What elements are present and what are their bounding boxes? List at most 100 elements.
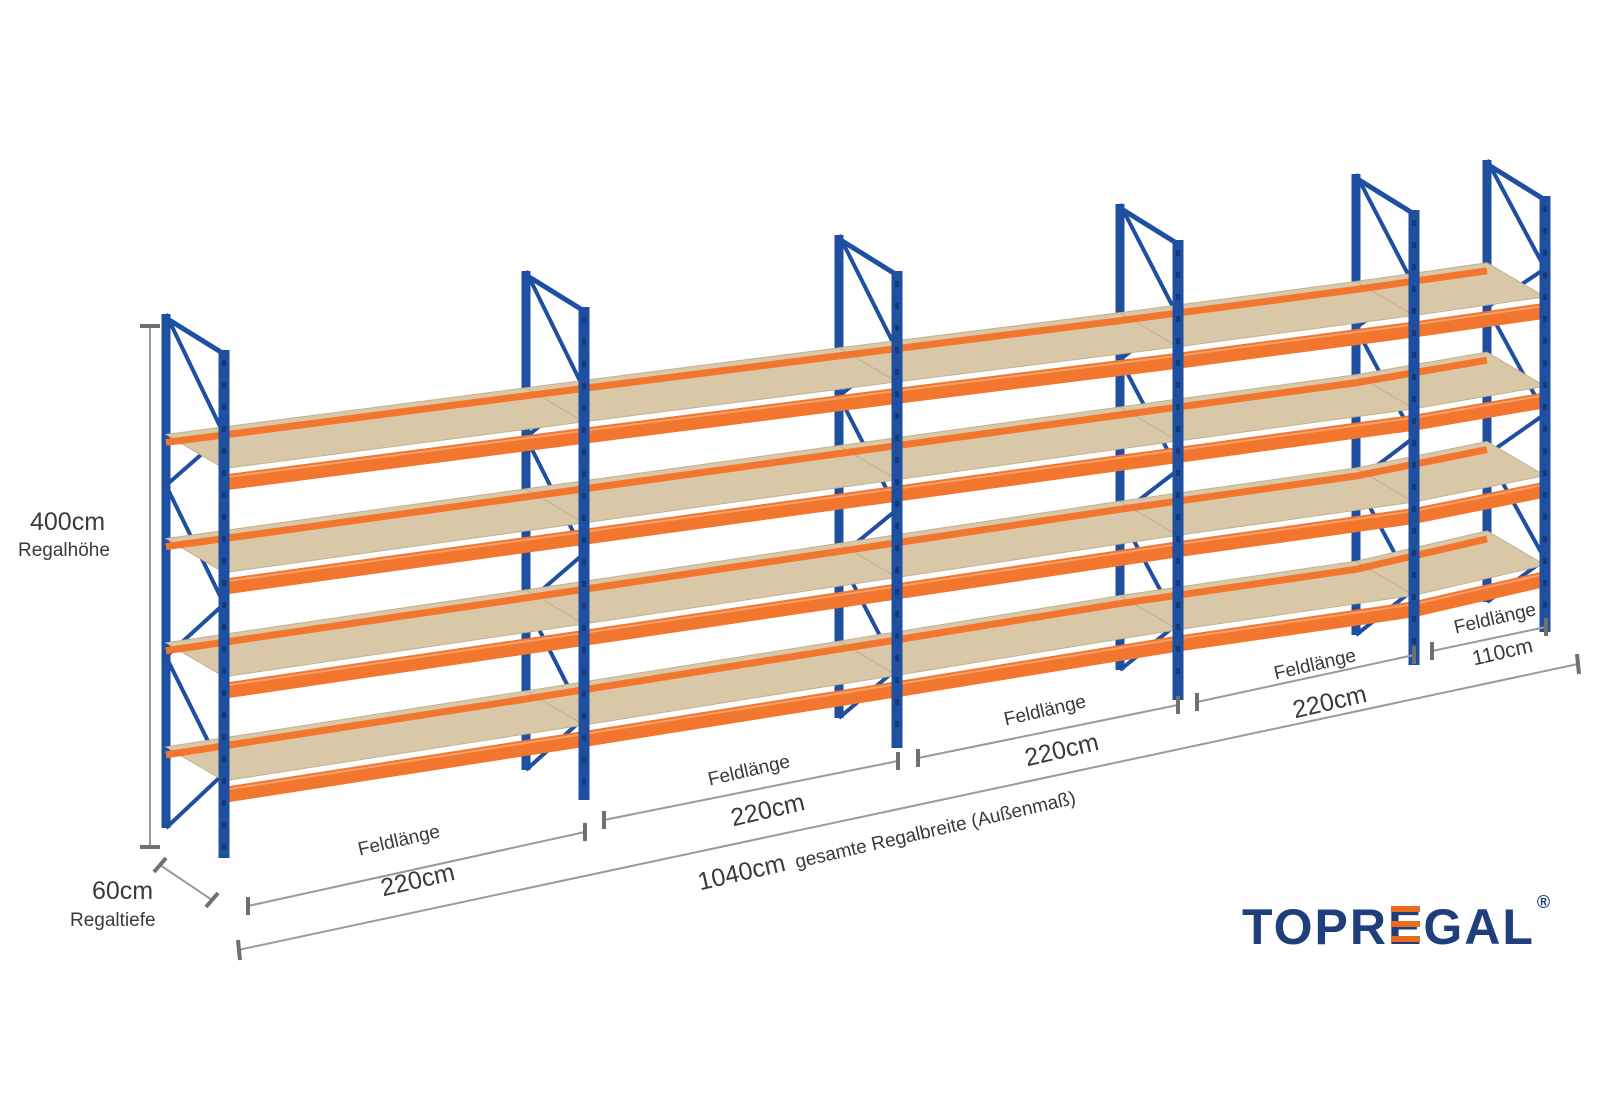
shelf-beam-highlight [1413,304,1546,326]
upright-hole [1176,602,1180,608]
frame-top-tie [524,272,586,314]
dimension-lines [140,324,1581,961]
shelf-back-beam [838,317,1121,360]
upright-hole [582,383,586,389]
shelf-beam-highlight [223,732,585,791]
upright-hole [895,589,899,595]
field-dimension-line [1431,626,1547,652]
upright-hole [1176,558,1180,564]
upright-hole [582,713,586,719]
upright-hole [895,655,899,661]
upright-hole [1176,514,1180,520]
upright-hole [1543,294,1547,300]
total-width-tick [1575,653,1581,675]
upright-hole [582,647,586,653]
shelf-board [1354,441,1547,503]
depth-dimension-line [159,864,213,901]
upright-hole [895,677,899,683]
upright-hole [1412,550,1416,556]
upright-hole [222,558,226,564]
upright-hole [1543,536,1547,542]
upright-hole [895,347,899,353]
upright-hole [1543,360,1547,366]
upright-hole [1412,220,1416,226]
upright-hole [895,633,899,639]
shelf-back-beam [1119,379,1357,419]
shelf-beam-highlight [896,449,1179,490]
upright-hole [222,646,226,652]
upright-hole [1412,308,1416,314]
upright-hole [222,690,226,696]
upright-hole [1543,426,1547,432]
upright-hole [1412,638,1416,644]
upright-hole [1176,316,1180,322]
upright-hole [1543,228,1547,234]
upright-hole [1412,484,1416,490]
upright-hole [1412,616,1416,622]
upright-hole [895,567,899,573]
frame-brace [164,771,226,830]
upright-hole [222,668,226,674]
shelf-back-beam [525,645,840,703]
shelf-beam-highlight [896,354,1179,392]
upright-hole [895,479,899,485]
upright-hole [1543,316,1547,322]
upright-hole [1543,514,1547,520]
shelf-beam-highlight [1177,603,1415,640]
upright-hole [222,624,226,630]
upright-hole [1412,396,1416,402]
upright-hole [895,325,899,331]
shelf-beam-highlight [1177,510,1415,546]
upright-hole [582,317,586,323]
upright-hole [582,493,586,499]
upright-hole [222,448,226,454]
shelf-back-beam [525,547,840,602]
shelf-beam-highlight [1413,394,1546,419]
upright-hole [1412,286,1416,292]
height-value: 400cm [30,508,106,536]
shelf-back-beam [525,450,840,501]
depth-tick [204,891,220,909]
upright-hole [1176,250,1180,256]
upright-hole [895,545,899,551]
upright-hole [582,691,586,697]
field-dimension-line [603,760,899,821]
upright-hole [1176,668,1180,674]
shelf-board [1354,262,1547,316]
frame-brace [837,234,899,352]
upright-hole [582,515,586,521]
upright-hole [1543,470,1547,476]
field-dimension-line [247,831,586,907]
upright-hole [222,360,226,366]
pallet-rack [161,159,1551,858]
depth-label: Regaltiefe [70,910,156,931]
upright-hole [1176,360,1180,366]
frame-brace [1354,173,1416,287]
upright-hole [582,471,586,477]
shelf-beam-highlight [223,429,585,479]
frame-brace [164,313,226,436]
frame-top-tie [164,315,226,357]
frame-brace [1118,203,1180,318]
upright-hole [1543,492,1547,498]
frame-brace [1485,159,1547,270]
shelf-back-beam [1355,446,1488,480]
shelf-beam-highlight [583,389,898,432]
upright-hole [895,699,899,705]
upright-hole [582,757,586,763]
upright-hole [582,449,586,455]
upright-hole [222,514,226,520]
upright-hole [582,537,586,543]
upright-hole [582,361,586,367]
upright-hole [895,281,899,287]
upright-hole [222,602,226,608]
shelf-back-beam [1355,267,1488,293]
shelf-beam-highlight [1177,416,1415,451]
frame-top-tie [837,236,899,278]
depth-value: 60cm [92,877,154,905]
upright-hole [582,603,586,609]
upright-hole [1543,272,1547,278]
upright-hole [582,735,586,741]
